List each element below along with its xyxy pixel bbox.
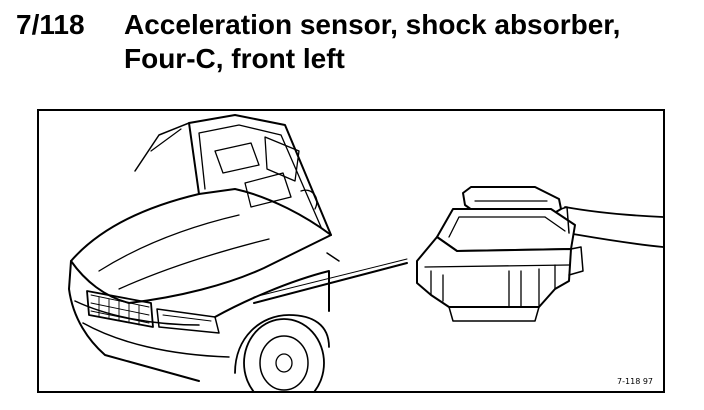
car-front-left-icon <box>68 114 340 391</box>
illustration-frame: 7-118 97 <box>37 109 665 393</box>
illustration <box>68 114 663 391</box>
page-header: 7/118 Acceleration sensor, shock absorbe… <box>16 8 696 86</box>
title-line-2: Four-C, front left <box>124 43 345 74</box>
title-line-1: Acceleration sensor, shock absorber, <box>124 9 621 40</box>
leader-line-icon <box>253 258 408 304</box>
reference-code: 7/118 <box>16 9 85 40</box>
page-title: Acceleration sensor, shock absorber, Fou… <box>124 8 694 76</box>
figure-code-label: 7-118 97 <box>617 377 653 386</box>
sensor-housing-icon <box>416 186 663 322</box>
